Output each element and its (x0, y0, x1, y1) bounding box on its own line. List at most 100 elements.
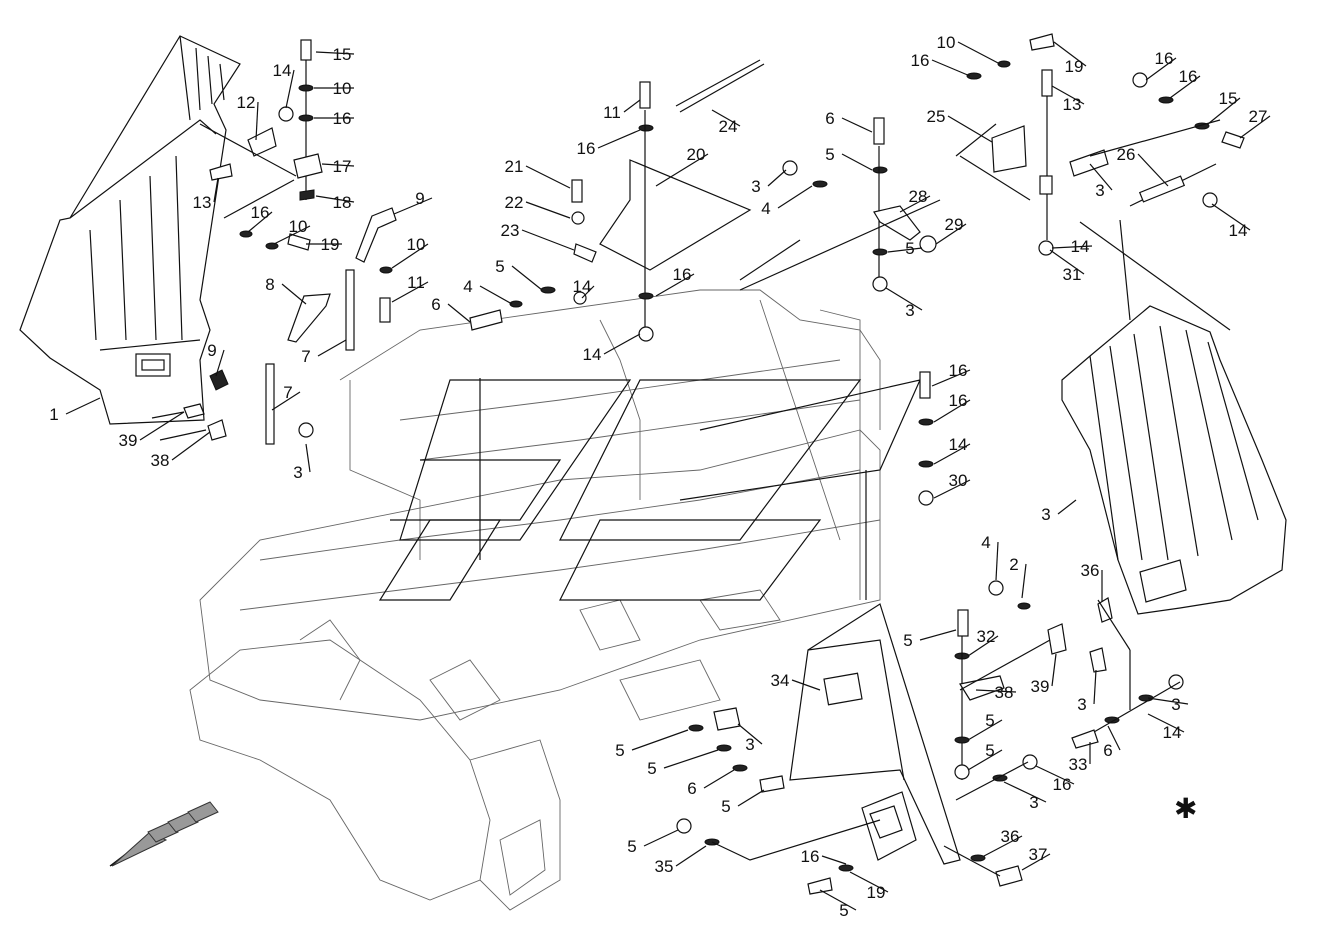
callout-label: 9 (415, 189, 424, 208)
leader-line (247, 211, 273, 233)
callout-label: 14 (1071, 237, 1090, 256)
callout-label: 3 (293, 463, 302, 482)
callout-label: 18 (333, 193, 352, 212)
callout-label: 16 (1155, 49, 1174, 68)
callout-label: 30 (949, 471, 968, 490)
callout-label: 3 (1171, 695, 1180, 714)
callout-label: 5 (905, 239, 914, 258)
leader-line (995, 541, 999, 581)
leader-line (1211, 203, 1251, 231)
callout-label: 26 (1117, 145, 1136, 164)
callout-label: 19 (321, 235, 340, 254)
leader-line (841, 153, 873, 171)
leader-line (849, 871, 889, 893)
hardware-right-lower (676, 580, 1184, 895)
callout-label: 7 (301, 347, 310, 366)
part-33-step-cover (713, 603, 961, 865)
leader-line (215, 349, 225, 377)
callout-label: 5 (903, 631, 912, 650)
leader-line (737, 789, 765, 807)
leader-line (315, 195, 355, 203)
callout-label: 16 (949, 361, 968, 380)
callout-label: 16 (577, 139, 596, 158)
direction-arrow (109, 801, 219, 867)
part-1-left-panel (19, 35, 241, 425)
callout-label: 10 (333, 79, 352, 98)
leader-line (1239, 115, 1271, 139)
leader-line (525, 165, 571, 189)
callout-label: 36 (1001, 827, 1020, 846)
callout-label: 5 (825, 145, 834, 164)
callout-label: 19 (867, 883, 886, 902)
leader-line (899, 195, 931, 213)
callout-label: 5 (721, 797, 730, 816)
leader-line (967, 635, 999, 657)
chassis-frame (189, 289, 881, 911)
leader-line (1093, 669, 1097, 705)
bolt-stack-31 (865, 371, 934, 600)
callout-label: 7 (283, 383, 292, 402)
leader-line (887, 247, 923, 253)
leader-line (1051, 85, 1085, 105)
callout-label: 37 (1029, 845, 1048, 864)
leader-line (1021, 853, 1051, 871)
callout-label: 22 (505, 193, 524, 212)
leader-line (139, 411, 185, 441)
leader-line (321, 163, 355, 167)
leader-line (271, 391, 301, 411)
leader-line (957, 41, 1001, 65)
part-30-right-fender (1061, 305, 1287, 615)
callout-label: 14 (1229, 221, 1248, 240)
callout-label: 16 (801, 847, 820, 866)
callout-label: 29 (945, 215, 964, 234)
leader-line (933, 479, 971, 499)
callout-label: 25 (927, 107, 946, 126)
leader-line (655, 153, 709, 187)
leader-line (983, 835, 1023, 857)
callout-label: 15 (1219, 89, 1238, 108)
callout-label: 8 (265, 275, 274, 294)
leader-line (821, 855, 847, 865)
leader-line (931, 59, 971, 77)
leader-line (1147, 713, 1185, 733)
callout-label: 23 (501, 221, 520, 240)
leader-line (285, 69, 295, 109)
callout-label: 5 (839, 901, 848, 920)
callout-label: 16 (333, 109, 352, 128)
leader-line (885, 287, 923, 311)
callout-label: 2 (1009, 555, 1018, 574)
callout-label: 10 (937, 33, 956, 52)
callout-label: 11 (407, 273, 425, 292)
callout-label: 6 (687, 779, 696, 798)
leader-line (1057, 499, 1077, 515)
callout-label: 38 (151, 451, 170, 470)
callout-label: 27 (1249, 107, 1268, 126)
leader-line (1049, 249, 1085, 275)
callout-label: 13 (1063, 95, 1082, 114)
leader-lines (65, 41, 1271, 911)
callout-label: 13 (193, 193, 212, 212)
callout-labels: 1393891412131510161718161019910118773111… (49, 33, 1267, 920)
callout-label: 14 (583, 345, 602, 364)
callout-label: 3 (1029, 793, 1038, 812)
leader-line (447, 303, 471, 323)
callout-label: 34 (771, 671, 790, 690)
callout-label: 5 (985, 711, 994, 730)
leader-line (281, 283, 307, 305)
leader-line (975, 689, 1017, 693)
leader-line (703, 769, 735, 789)
callout-label: 33 (1069, 755, 1088, 774)
callout-label: 3 (905, 301, 914, 320)
center-plate-assembly (469, 59, 828, 560)
cab-bracket-right-top (955, 33, 1245, 331)
callout-label: 5 (647, 759, 656, 778)
leader-line (273, 225, 311, 245)
callout-label: 4 (463, 277, 472, 296)
callout-label: 28 (909, 187, 928, 206)
callout-label: 6 (1103, 741, 1112, 760)
callout-label: 5 (985, 741, 994, 760)
leader-line (1021, 563, 1027, 599)
leader-line (643, 829, 679, 847)
